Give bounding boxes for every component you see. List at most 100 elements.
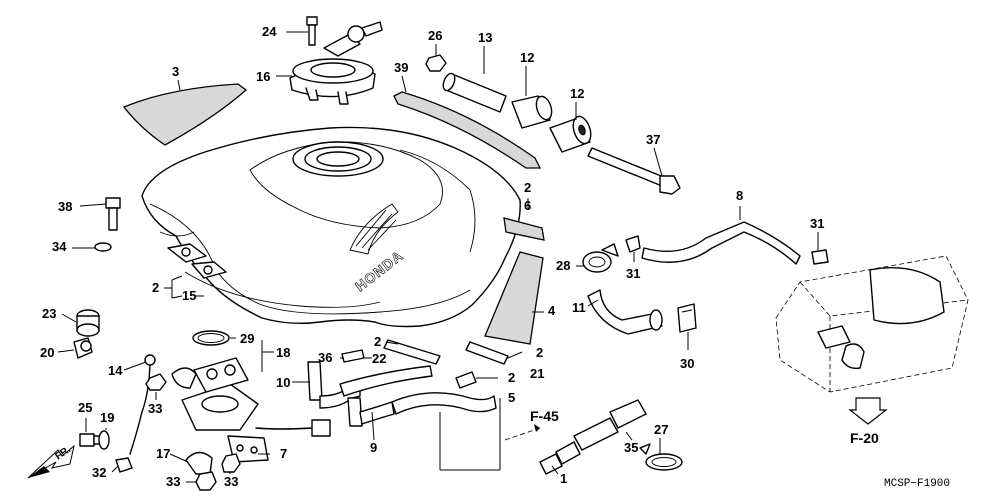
- grommet-23[interactable]: [76, 309, 100, 337]
- callout-p5[interactable]: 5: [508, 390, 515, 405]
- breather-hose-13[interactable]: [441, 72, 507, 113]
- callout-p2e[interactable]: 2: [524, 180, 531, 195]
- callout-p33b[interactable]: 33: [166, 474, 180, 489]
- tank-pad[interactable]: [122, 83, 248, 146]
- callout-p36[interactable]: 36: [318, 350, 332, 365]
- callout-p14[interactable]: 14: [108, 363, 123, 378]
- callout-p31b[interactable]: 31: [810, 216, 824, 231]
- clip-30[interactable]: [677, 303, 697, 333]
- callout-p38[interactable]: 38: [58, 199, 72, 214]
- rubber-6[interactable]: [503, 217, 545, 241]
- nut-32[interactable]: [115, 457, 133, 473]
- clamp-27[interactable]: [639, 443, 683, 471]
- washer-34[interactable]: [94, 242, 112, 252]
- nut-33b[interactable]: [195, 471, 217, 491]
- breather-hose-8[interactable]: [641, 221, 801, 265]
- hose-22[interactable]: [339, 365, 433, 397]
- clip-31a[interactable]: [625, 235, 641, 253]
- callout-p12a[interactable]: 12: [520, 50, 534, 65]
- rubber-damper-12b[interactable]: [549, 114, 594, 153]
- callout-p9[interactable]: 9: [370, 440, 377, 455]
- band-2b[interactable]: [383, 339, 441, 365]
- screw-25[interactable]: [79, 433, 101, 447]
- clamp-17[interactable]: [185, 451, 213, 475]
- callout-p1[interactable]: 1: [560, 471, 567, 486]
- nut-33c[interactable]: [221, 453, 241, 473]
- leader-p39: [401, 75, 407, 93]
- side-pad-4[interactable]: [484, 251, 544, 345]
- callout-p13[interactable]: 13: [478, 30, 492, 45]
- f45-arrow-head: [534, 424, 540, 432]
- callout-p10[interactable]: 10: [276, 375, 290, 390]
- callout-p33a[interactable]: 33: [148, 401, 162, 416]
- fuel-tank[interactable]: HONDA: [141, 126, 521, 328]
- mounting-bolt-37[interactable]: [587, 147, 681, 195]
- collar-20[interactable]: [73, 337, 93, 359]
- callout-p34[interactable]: 34: [52, 239, 67, 254]
- hose-9[interactable]: [347, 397, 395, 427]
- drawing-code: MCSP−F1900: [884, 478, 950, 490]
- fuel-valve-18[interactable]: [171, 357, 259, 431]
- callout-p19[interactable]: 19: [100, 410, 114, 425]
- callout-p27[interactable]: 27: [654, 422, 668, 437]
- callout-p33c[interactable]: 33: [224, 474, 238, 489]
- callout-p35[interactable]: 35: [624, 440, 638, 455]
- bracket-36[interactable]: [341, 349, 365, 363]
- callout-p2b[interactable]: 2: [374, 334, 381, 349]
- fr-arrow-icon: [27, 444, 75, 479]
- bolt-38[interactable]: [105, 197, 121, 231]
- callout-p6[interactable]: 6: [524, 198, 531, 213]
- callout-p16[interactable]: 16: [256, 69, 270, 84]
- plate-7[interactable]: [227, 435, 269, 463]
- callout-p7[interactable]: 7: [280, 446, 287, 461]
- valve-connector[interactable]: [311, 419, 331, 437]
- callout-p30[interactable]: 30: [680, 356, 694, 371]
- tank-strip-39[interactable]: [393, 91, 542, 169]
- callout-p17[interactable]: 17: [156, 446, 170, 461]
- callout-p18[interactable]: 18: [276, 345, 290, 360]
- drain-hose-35[interactable]: [573, 399, 647, 451]
- clamp-28[interactable]: [582, 243, 619, 273]
- rubber-damper-12a[interactable]: [511, 94, 554, 129]
- callout-p32[interactable]: 32: [92, 465, 106, 480]
- clip-31b[interactable]: [811, 249, 829, 265]
- callout-p2a[interactable]: 2: [152, 280, 159, 295]
- nut-26[interactable]: [425, 54, 447, 72]
- wire-14[interactable]: [129, 357, 151, 455]
- leader-p9: [371, 411, 375, 441]
- washer-19[interactable]: [98, 430, 110, 450]
- callout-p20[interactable]: 20: [40, 345, 54, 360]
- leader-p18: [261, 340, 274, 372]
- callout-p39[interactable]: 39: [394, 60, 408, 75]
- hose-21[interactable]: [455, 371, 477, 389]
- hose-11[interactable]: [587, 289, 663, 335]
- callout-p26[interactable]: 26: [428, 28, 442, 43]
- callout-p2d[interactable]: 2: [508, 370, 515, 385]
- callout-p11[interactable]: 11: [572, 300, 586, 315]
- callout-p31a[interactable]: 31: [626, 266, 640, 281]
- cap-bolt[interactable]: [306, 16, 318, 46]
- callout-p21[interactable]: 21: [530, 366, 544, 381]
- callout-p3[interactable]: 3: [172, 64, 179, 79]
- callout-p29[interactable]: 29: [240, 331, 254, 346]
- drain-fitting-1[interactable]: [539, 441, 581, 475]
- terminal-14: [144, 354, 156, 366]
- leader-p32: [111, 465, 119, 473]
- callout-p25[interactable]: 25: [78, 400, 92, 415]
- callout-p23[interactable]: 23: [42, 306, 56, 321]
- callout-p22[interactable]: 22: [372, 351, 386, 366]
- callout-p4[interactable]: 4: [548, 303, 556, 318]
- callout-p15[interactable]: 15: [182, 288, 196, 303]
- callout-p8[interactable]: 8: [736, 188, 743, 203]
- band-2c[interactable]: [465, 341, 509, 365]
- leader-p23: [61, 313, 77, 323]
- callout-p2c[interactable]: 2: [536, 345, 543, 360]
- callout-p24[interactable]: 24: [262, 24, 277, 39]
- nut-33a[interactable]: [145, 373, 167, 391]
- callout-p37[interactable]: 37: [646, 132, 660, 147]
- fuel-cap[interactable]: [289, 21, 383, 105]
- callout-p12b[interactable]: 12: [570, 86, 584, 101]
- callout-p28[interactable]: 28: [556, 258, 570, 273]
- hose-5[interactable]: [391, 392, 497, 415]
